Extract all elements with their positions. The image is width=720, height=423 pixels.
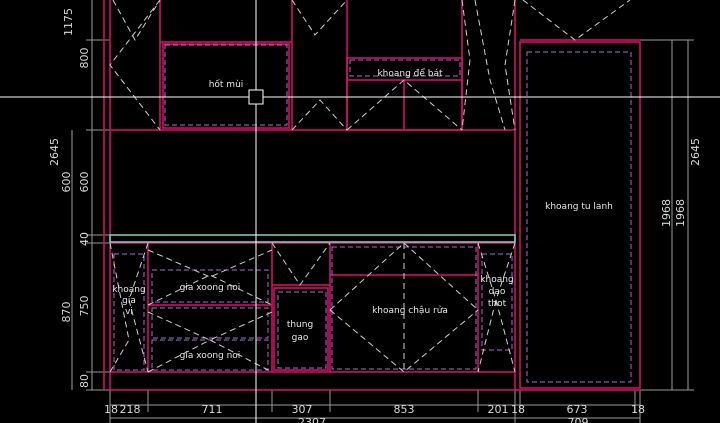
- dim-bottom-8: 673: [567, 403, 588, 416]
- label-spice-1: khoang: [112, 285, 145, 295]
- dim-bottom-7: 18: [511, 403, 525, 416]
- label-sink: khoang chậu rửa: [372, 305, 448, 316]
- label-pot-rack-top: gia xoong noi: [180, 283, 241, 293]
- label-dish-space: khoang để bát: [377, 68, 443, 79]
- dim-bottom-1: 18: [104, 403, 118, 416]
- inner-panels: [113, 44, 632, 383]
- label-cutting-board-3: thot: [488, 299, 507, 309]
- dim-bottom-2: 218: [120, 403, 141, 416]
- dim-right-fridge-a: 1968: [660, 199, 673, 227]
- dims-bottom: 18 218 711 307 853 201 18 673 18 2307 70…: [104, 403, 645, 423]
- label-fridge: khoang tu lanh: [545, 202, 613, 212]
- dim-left-top: 1175: [62, 8, 75, 36]
- dim-bottom-sum-left: 2307: [298, 416, 326, 423]
- label-spice-3: vi: [125, 307, 133, 317]
- door-swing-lines: [109, 0, 631, 373]
- dim-bottom-sum-right: 709: [568, 416, 589, 423]
- dim-bottom-4: 307: [292, 403, 313, 416]
- dim-left-wall-b: 600: [78, 172, 91, 193]
- dim-bottom-9: 18: [631, 403, 645, 416]
- label-cutting-board-2: dao: [489, 287, 506, 297]
- label-cutting-board-1: khoang: [480, 275, 513, 285]
- dim-left-total: 2645: [48, 138, 61, 166]
- label-spice-2: gia: [122, 296, 136, 306]
- labels: hốt mùi khoang để bát khoang tu lanh kho…: [112, 68, 613, 361]
- dim-left-counter: 40: [78, 232, 91, 246]
- dim-right-fridge-b: 1968: [674, 199, 687, 227]
- cabinet-outlines: [103, 0, 641, 391]
- dim-right-total: 2645: [689, 138, 702, 166]
- dim-left-base-a: 870: [60, 302, 73, 323]
- dimension-lines: [71, 0, 694, 423]
- dim-left-plinth: 80: [78, 374, 91, 388]
- dim-bottom-5: 853: [394, 403, 415, 416]
- label-rice-bin-2: gao: [292, 333, 309, 343]
- dim-left-upper: 800: [78, 48, 91, 69]
- dim-bottom-3: 711: [202, 403, 223, 416]
- label-pot-rack-bottom: gia xoong noi: [180, 351, 241, 361]
- dims-right: 2645 1968 1968: [660, 138, 702, 227]
- countertop: [109, 234, 516, 243]
- dim-left-wall-a: 600: [60, 172, 73, 193]
- label-rice-bin-1: thung: [287, 320, 313, 330]
- dim-left-base-b: 750: [78, 296, 91, 317]
- dim-bottom-6: 201: [488, 403, 509, 416]
- label-hood: hốt mùi: [209, 79, 244, 90]
- dims-left: 1175 800 2645 600 600 40 870 750 80: [48, 8, 91, 388]
